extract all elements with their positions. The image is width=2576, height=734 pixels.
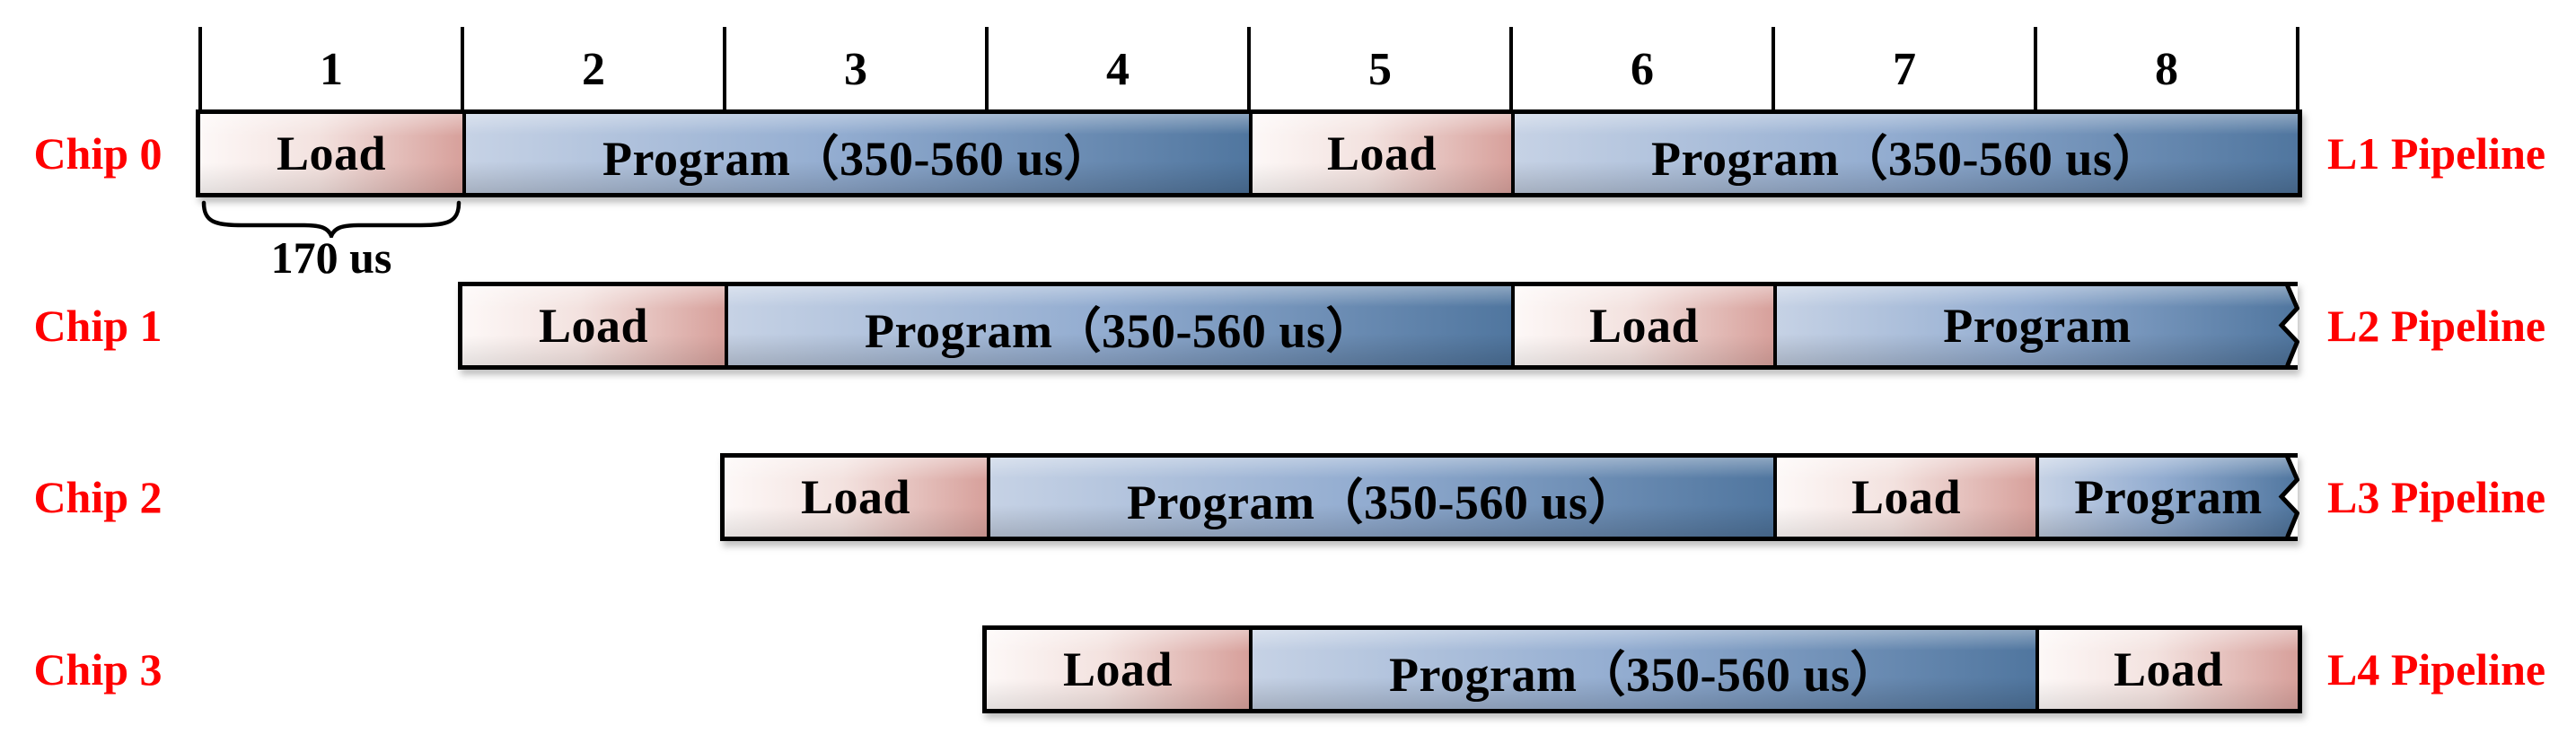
segment-label: Load	[1062, 642, 1174, 696]
program-segment: Program	[2035, 458, 2298, 537]
ruler-tick	[198, 27, 202, 110]
pipeline-bar-chip0: Load Program（350-560 us） Load Program（35…	[196, 109, 2302, 197]
brace-icon	[201, 200, 462, 238]
slot-number: 7	[1893, 44, 1916, 95]
segment-label: Program（350-560 us）	[865, 303, 1375, 358]
slot-number: 2	[582, 44, 605, 95]
ruler-tick	[723, 27, 726, 110]
ruler-tick	[985, 27, 989, 110]
chip-label-2: Chip 2	[33, 472, 163, 522]
program-segment: Program（350-560 us）	[725, 286, 1511, 365]
pipeline-bar-chip3: Load Program（350-560 us） Load	[982, 625, 2302, 713]
program-segment: Program（350-560 us）	[987, 458, 1773, 537]
load-segment: Load	[725, 458, 987, 537]
segment-label: Program（350-560 us）	[1127, 475, 1637, 529]
segment-label: Program（350-560 us）	[602, 131, 1112, 186]
load-duration-label: 170 us	[270, 232, 392, 283]
slot-number: 3	[844, 44, 867, 95]
ruler-tick	[2034, 27, 2037, 110]
program-segment: Program（350-560 us）	[462, 114, 1249, 193]
pipeline-label-l3: L3 Pipeline	[2327, 472, 2546, 522]
pipeline-bar-chip1: Load Program（350-560 us） Load Program	[458, 282, 2299, 370]
load-segment: Load	[987, 630, 1249, 709]
ruler-tick	[1772, 27, 1775, 110]
segment-label: Load	[276, 127, 387, 180]
ruler-tick	[461, 27, 464, 110]
load-segment: Load	[462, 286, 725, 365]
segment-label: Load	[800, 470, 911, 524]
segment-label: Program	[1943, 299, 2132, 353]
segment-label: Program（350-560 us）	[1651, 131, 2161, 186]
load-segment: Load	[1249, 114, 1511, 193]
segment-label: Program（350-560 us）	[1389, 647, 1899, 702]
chip-label-3: Chip 3	[33, 644, 163, 695]
chip-label-0: Chip 0	[33, 128, 163, 179]
load-segment: Load	[1511, 286, 1773, 365]
segment-label: Load	[1326, 127, 1437, 180]
segment-label: Load	[1588, 299, 1700, 353]
chip-label-1: Chip 1	[33, 301, 163, 351]
program-segment: Program（350-560 us）	[1511, 114, 2298, 193]
segment-label: Load	[1851, 470, 1962, 524]
ruler-tick	[1247, 27, 1251, 110]
load-segment: Load	[2035, 630, 2298, 709]
slot-number: 5	[1368, 44, 1392, 95]
slot-number: 8	[2155, 44, 2178, 95]
pipeline-label-l2: L2 Pipeline	[2327, 301, 2546, 351]
segment-label: Program	[2074, 470, 2263, 524]
load-segment: Load	[200, 114, 462, 193]
segment-label: Load	[538, 299, 649, 353]
pipeline-bar-chip2: Load Program（350-560 us） Load Program	[720, 453, 2299, 541]
slot-number: 4	[1106, 44, 1130, 95]
slot-number: 6	[1631, 44, 1654, 95]
load-segment: Load	[1773, 458, 2035, 537]
segment-label: Load	[2113, 642, 2224, 696]
program-segment: Program	[1773, 286, 2298, 365]
pipeline-label-l4: L4 Pipeline	[2327, 644, 2546, 695]
pipeline-label-l1: L1 Pipeline	[2327, 128, 2546, 179]
slot-number: 1	[320, 44, 343, 95]
program-segment: Program（350-560 us）	[1249, 630, 2035, 709]
ruler-tick	[2296, 27, 2299, 110]
ruler-tick	[1509, 27, 1513, 110]
